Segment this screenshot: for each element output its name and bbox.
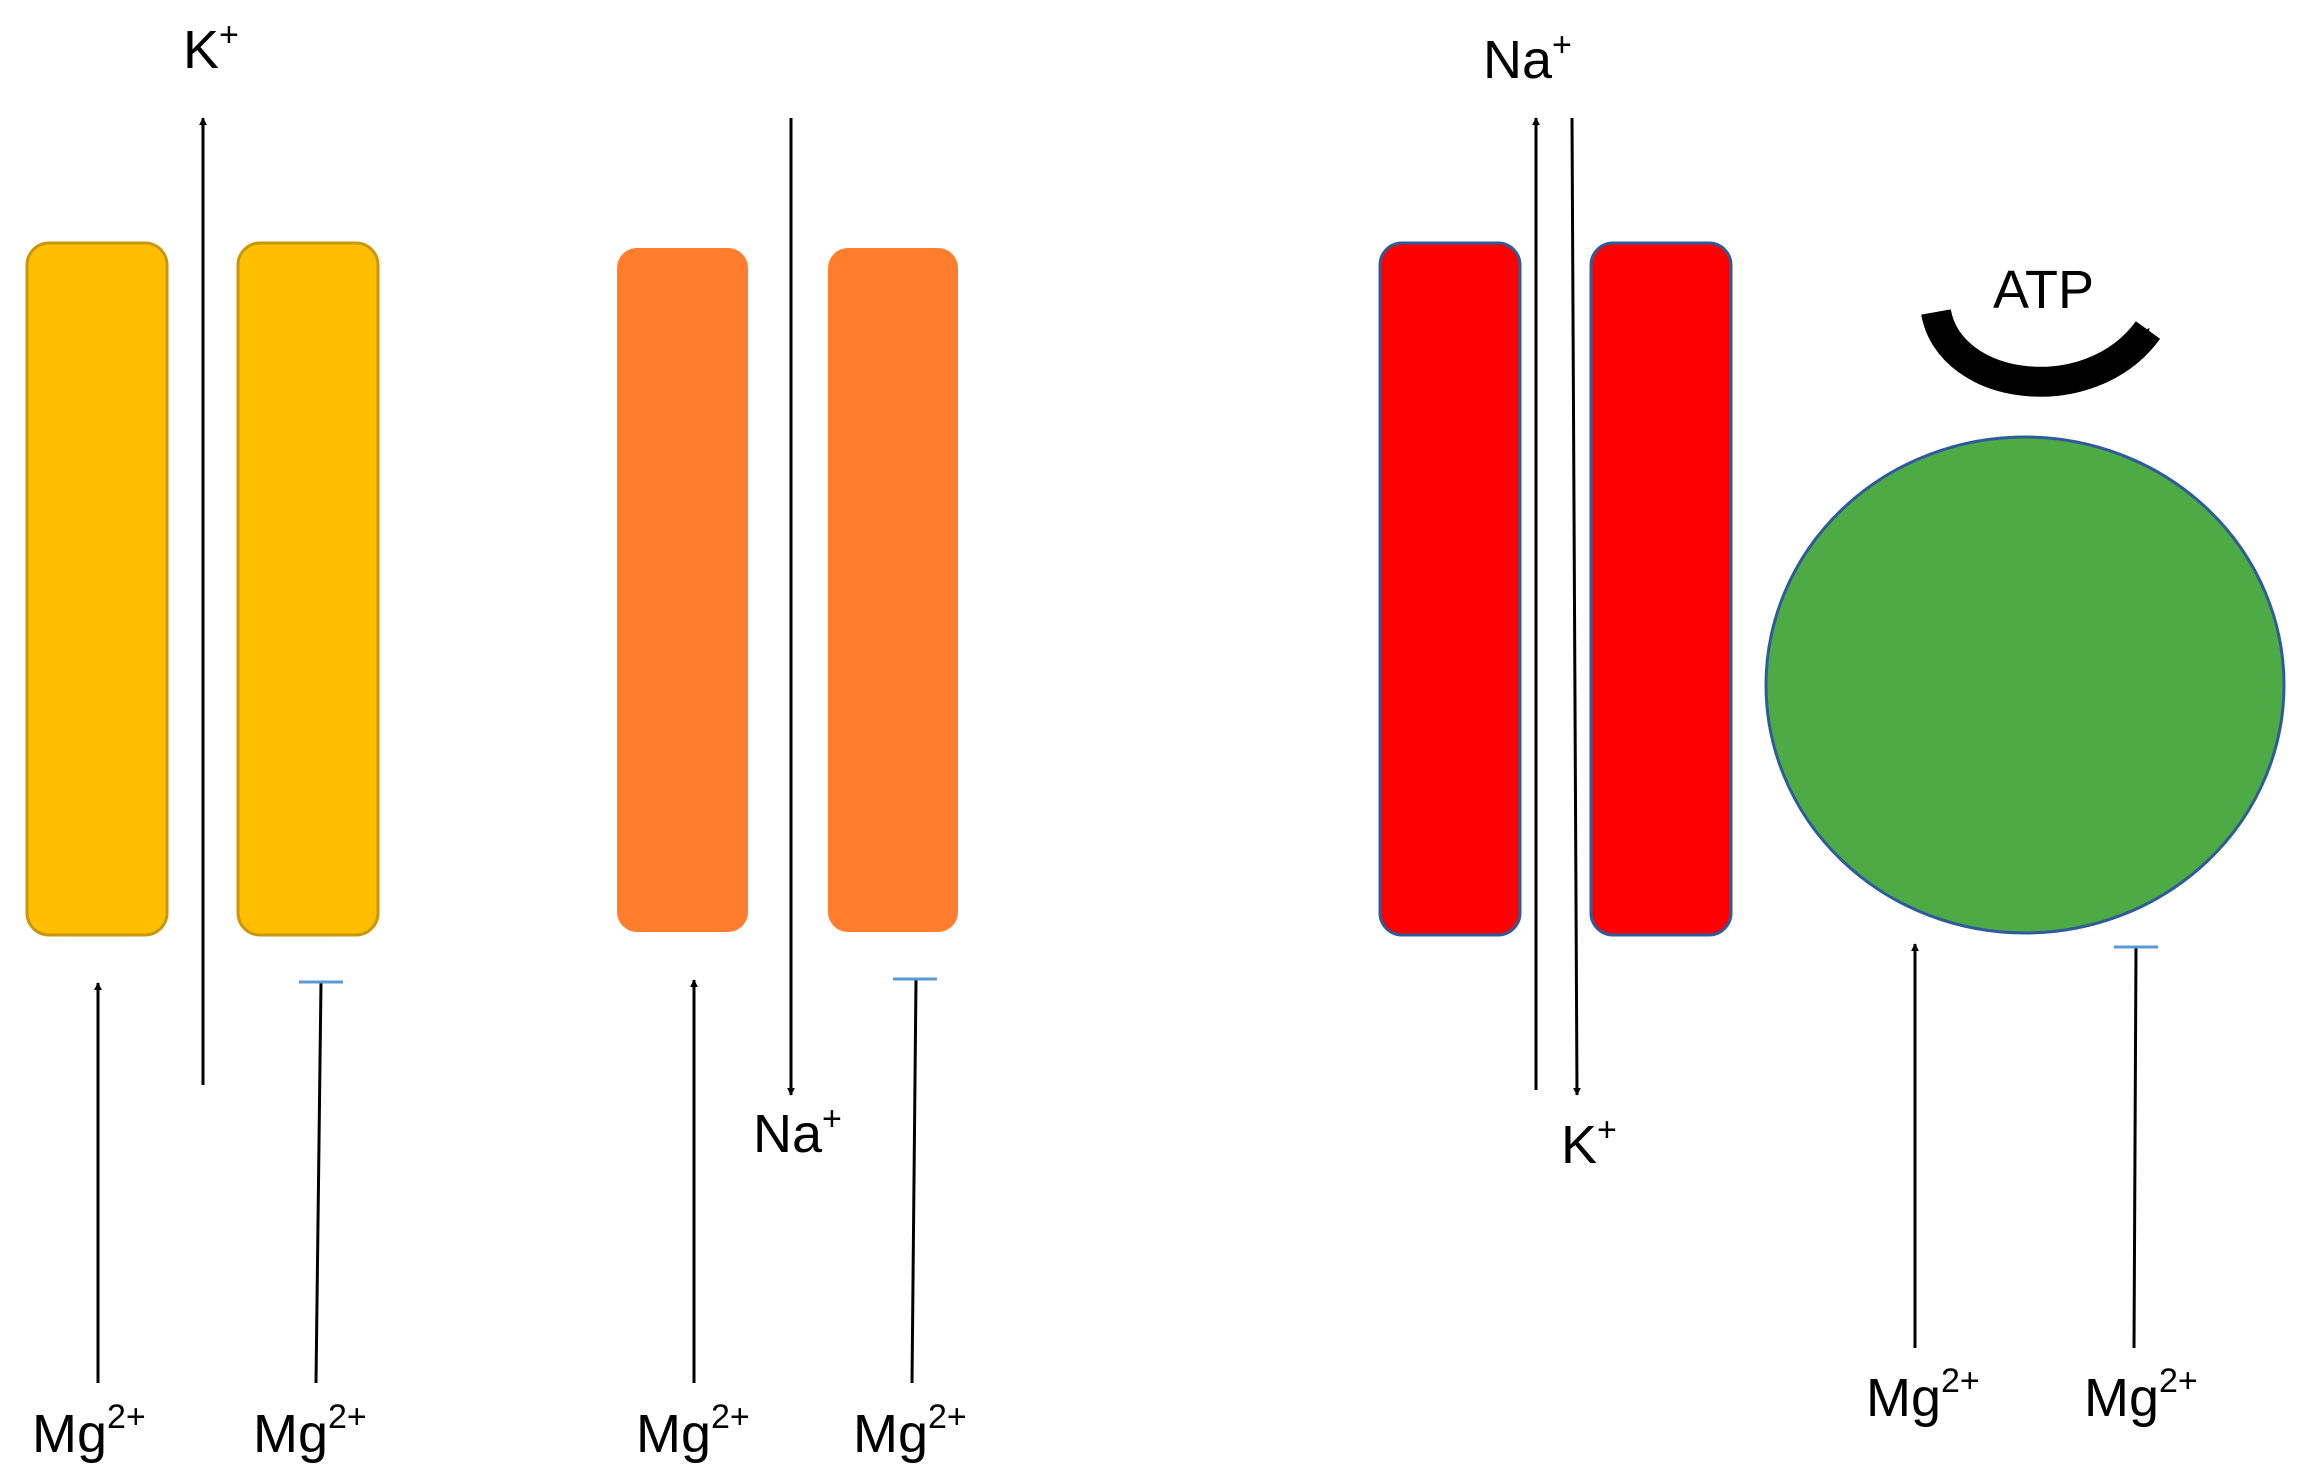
k-channel-left-subunit bbox=[25, 241, 169, 937]
k-ion-label: K+ bbox=[183, 16, 239, 80]
atp-curved-arrow bbox=[1921, 308, 2161, 397]
pump-group: ATP Mg2+ Mg2+ bbox=[1764, 260, 2286, 1428]
exchanger-group: Na+ K+ bbox=[1378, 26, 1733, 1175]
k-ion-label: K+ bbox=[1561, 1111, 1617, 1175]
exchanger-left-subunit bbox=[1378, 241, 1522, 937]
mg-activator-label: Mg2+ bbox=[32, 1398, 146, 1464]
atp-label: ATP bbox=[1993, 260, 2094, 320]
na-ion-label: Na+ bbox=[1483, 26, 1572, 90]
atpase-pump bbox=[1764, 435, 2286, 935]
mg-inhibition-line bbox=[314, 981, 323, 1384]
na-channel-group: Na+ Mg2+ Mg2+ bbox=[617, 118, 967, 1464]
mg-inhibitor-label: Mg2+ bbox=[2084, 1362, 2198, 1428]
na-ion-label: Na+ bbox=[753, 1100, 842, 1164]
mg-activator-label: Mg2+ bbox=[636, 1398, 750, 1464]
na-channel-right-subunit bbox=[828, 248, 958, 932]
mg-inhibition-line bbox=[910, 978, 918, 1384]
k-channel-group: K+ Mg2+ Mg2+ bbox=[25, 16, 380, 1464]
na-channel-left-subunit bbox=[617, 248, 748, 932]
mg-inhibitor-label: Mg2+ bbox=[853, 1398, 967, 1464]
mg-activator-label: Mg2+ bbox=[1866, 1362, 1980, 1428]
exchanger-right-subunit bbox=[1589, 241, 1733, 937]
mg-inhibitor-label: Mg2+ bbox=[253, 1398, 367, 1464]
k-influx-arrow bbox=[1570, 117, 1581, 1096]
k-channel-right-subunit bbox=[236, 241, 380, 937]
mg-inhibition-line bbox=[2132, 946, 2138, 1349]
